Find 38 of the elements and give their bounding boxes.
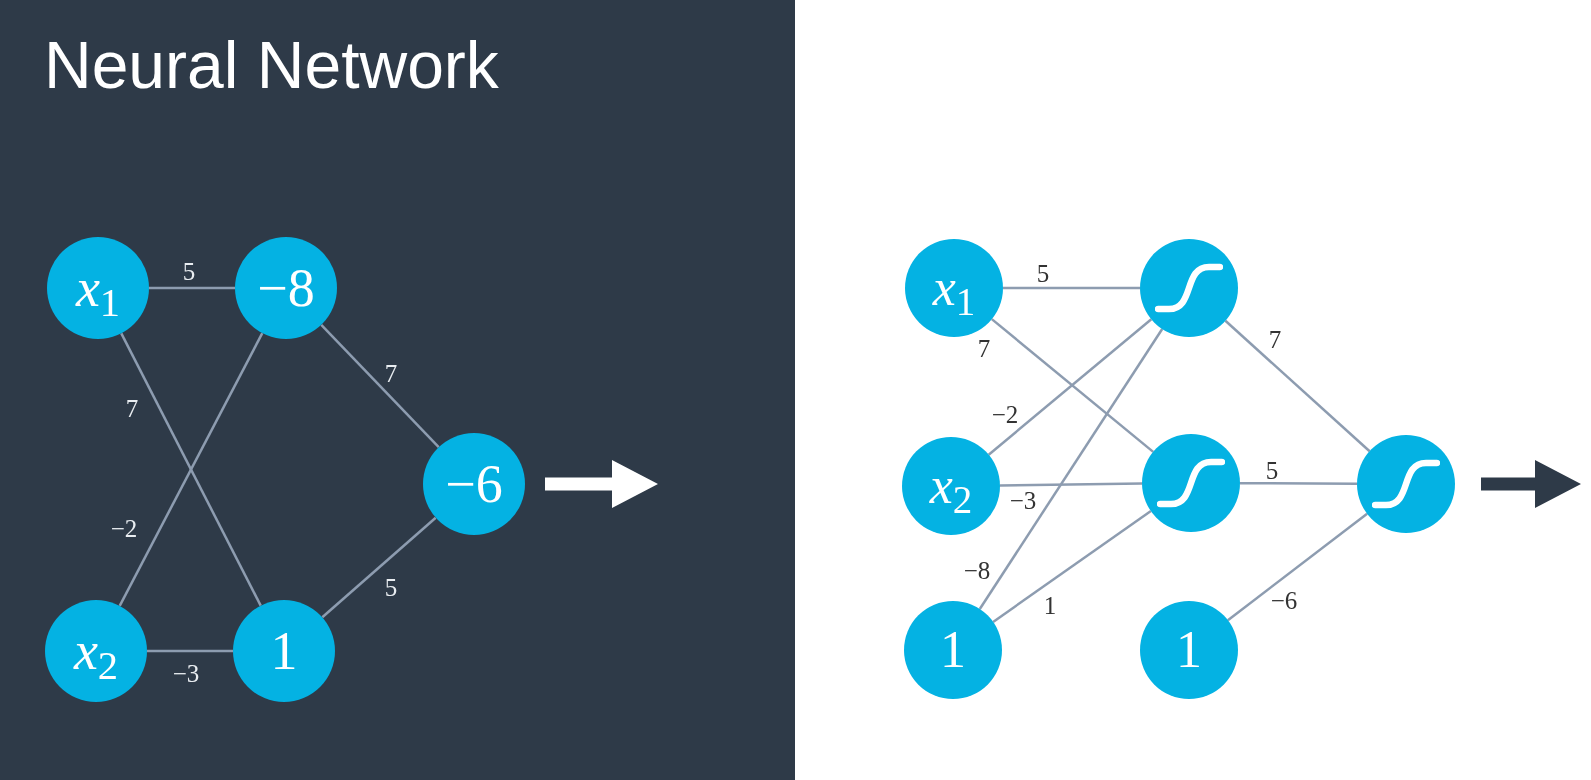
connector-line [992, 510, 1152, 623]
edge-label: −6 [1270, 587, 1298, 613]
node-label: 1 [270, 624, 298, 678]
edge-label: 7 [977, 335, 991, 361]
edge-label: −2 [991, 401, 1019, 427]
node-label: −8 [257, 261, 315, 315]
connector-line [320, 323, 440, 449]
node-label: x$_{2}$ [73, 624, 119, 678]
connector-line [978, 328, 1164, 610]
node-label: −6 [445, 457, 503, 511]
node-label: 1 [1176, 624, 1202, 676]
edge-label: 5 [1265, 457, 1279, 483]
connector-line [321, 516, 437, 619]
node-label: x$_{2}$ [929, 460, 973, 512]
edge-label: −2 [110, 515, 138, 541]
connector-line [1003, 286, 1140, 290]
title: Neural Network [44, 32, 499, 98]
node-label: x$_{1}$ [75, 261, 121, 315]
node-label: x$_{1}$ [932, 262, 976, 314]
edge-label: 1 [1043, 592, 1057, 618]
arrow [1481, 460, 1581, 508]
connector-line [1000, 482, 1142, 487]
edge-label: −8 [963, 557, 991, 583]
node-label: 1 [940, 624, 966, 676]
edge-label: 5 [182, 258, 196, 284]
edge-label: 7 [125, 395, 139, 421]
arrow [545, 460, 658, 508]
connector-line [149, 286, 235, 290]
edge-label: −3 [172, 660, 200, 686]
connector-line [147, 649, 233, 653]
edge-label: 7 [384, 360, 398, 386]
edge-label: 7 [1268, 326, 1282, 352]
edge-label: 5 [1036, 260, 1050, 286]
connector-line [1224, 319, 1371, 453]
edge-label: 5 [384, 574, 398, 600]
connector-line [1227, 512, 1368, 622]
edge-label: −3 [1009, 487, 1037, 513]
connector-line [1240, 481, 1357, 486]
